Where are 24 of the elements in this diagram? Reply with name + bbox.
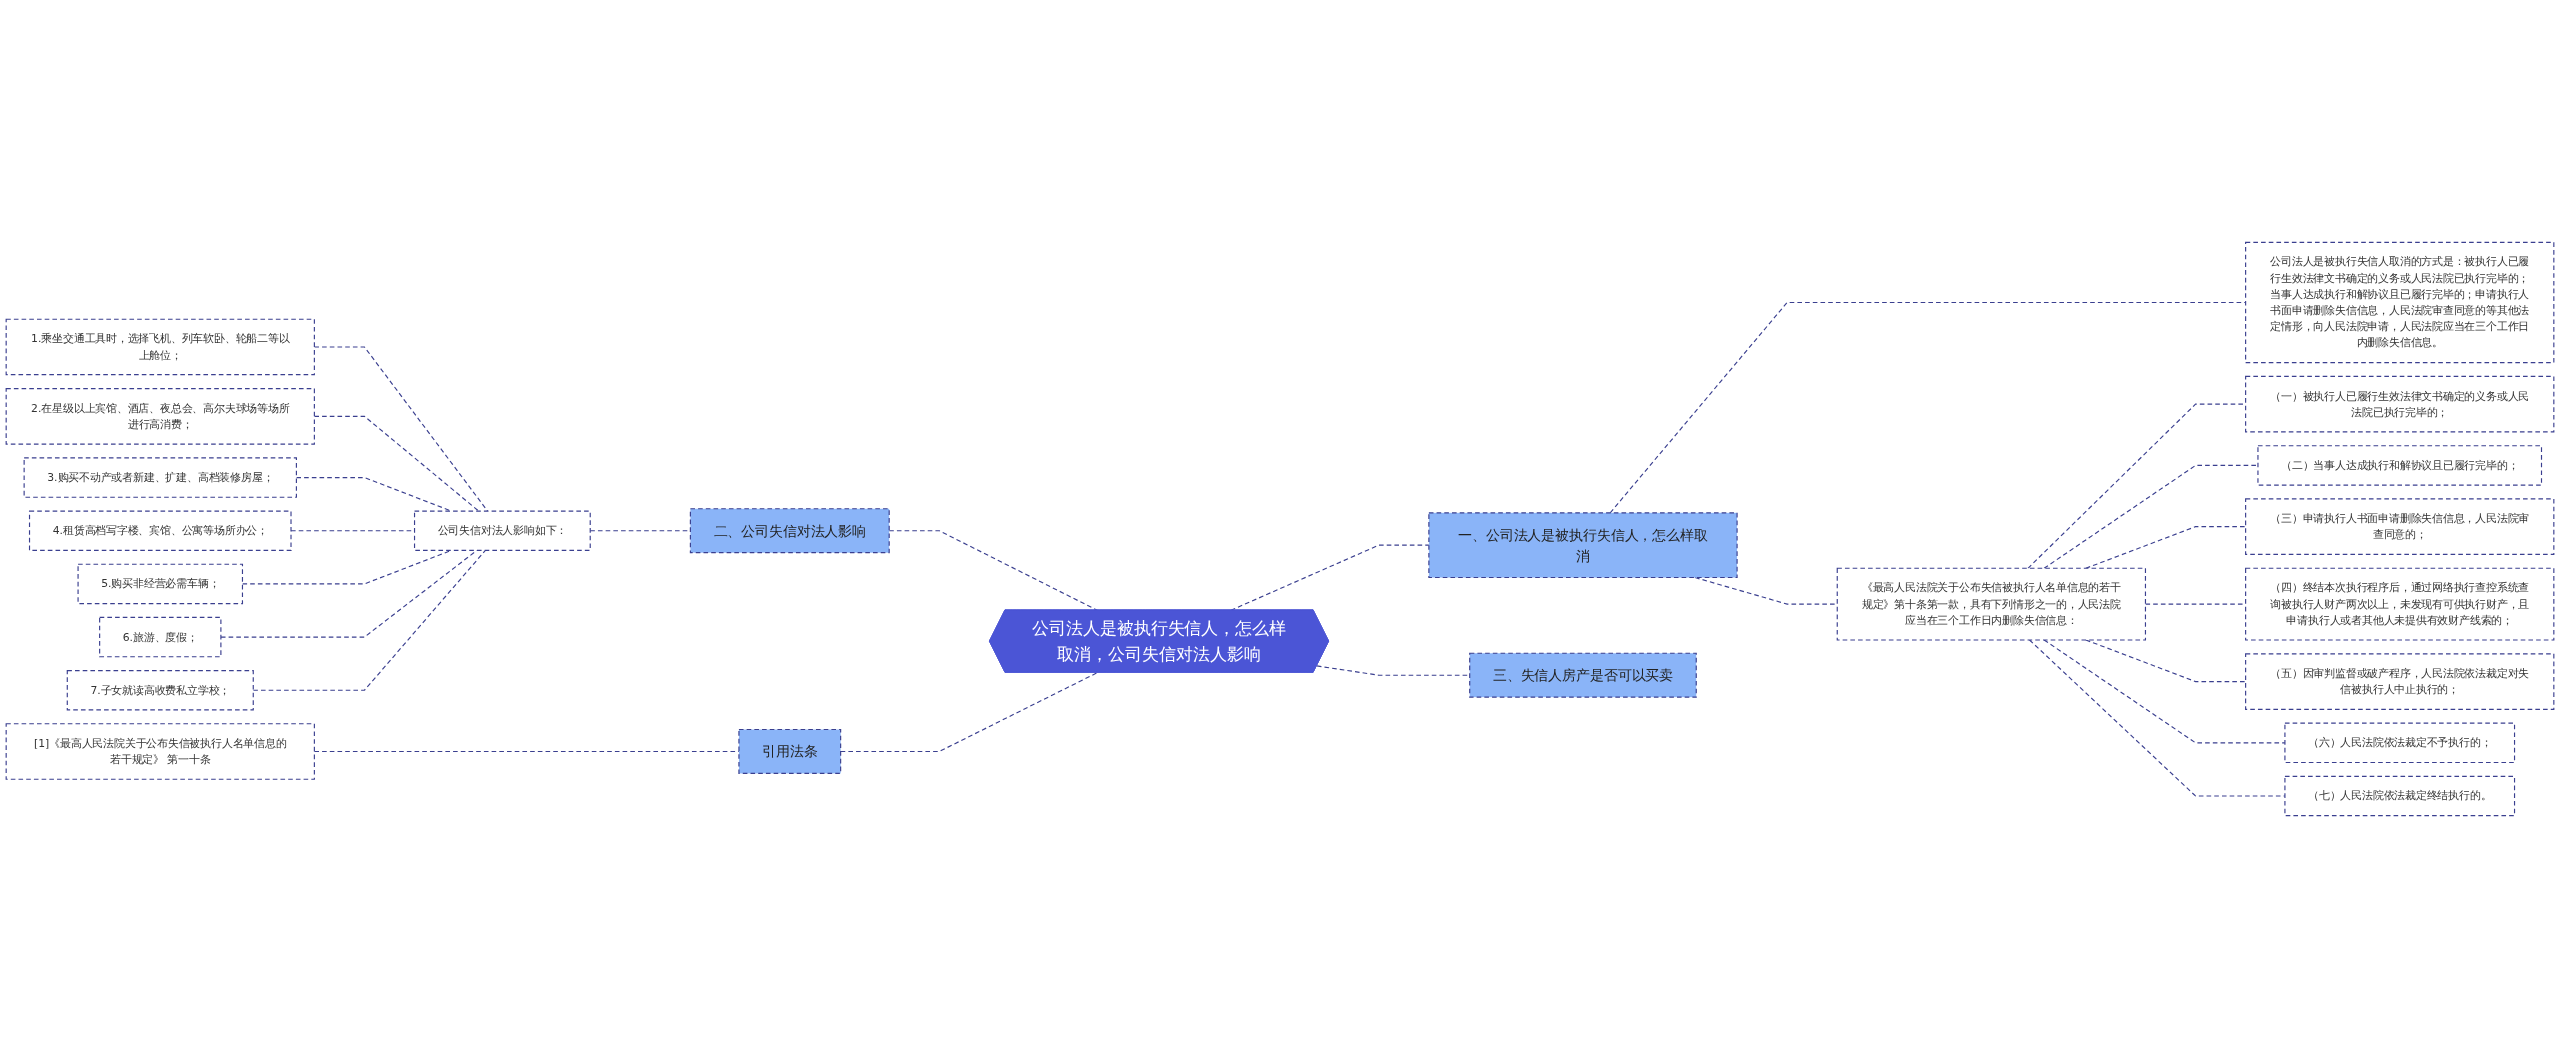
node-box: （七）人民法院依法裁定终结执行的。 <box>2284 775 2516 817</box>
connector <box>220 549 478 638</box>
node-box: （三）申请执行人书面申请删除失信信息，人民法院审查同意的； <box>2245 498 2555 555</box>
node-box: （二）当事人达成执行和解协议且已履行完毕的； <box>2257 445 2543 486</box>
node-box: 二、公司失信对法人影响 <box>689 508 890 554</box>
node-box: 1.乘坐交通工具时，选择飞机、列车软卧、轮船二等以上舱位； <box>5 318 315 376</box>
node-box: 4.租赁高档写字楼、宾馆、公寓等场所办公； <box>28 510 292 551</box>
node-box: （五）因审判监督或破产程序，人民法院依法裁定对失信被执行人中止执行的； <box>2245 653 2555 710</box>
node-box: 公司失信对法人影响如下： <box>413 510 591 551</box>
node-box: 5.购买非经营必需车辆； <box>77 563 244 605</box>
node-box: （一）被执行人已履行生效法律文书确定的义务或人民法院已执行完毕的； <box>2245 375 2555 433</box>
node-box: 2.在星级以上宾馆、酒店、夜总会、高尔夫球场等场所进行高消费； <box>5 388 315 445</box>
node-box: 6.旅游、度假； <box>99 616 222 658</box>
node-box: （六）人民法院依法裁定不予执行的； <box>2284 722 2516 764</box>
node-box: 一、公司法人是被执行失信人，怎么样取消 <box>1428 512 1738 579</box>
node-box: 引用法条 <box>738 728 842 775</box>
node-box: 《最高人民法院关于公布失信被执行人名单信息的若干规定》第十条第一款，具有下列情形之一的，人民法院应当在三个工作日内删除失信信息： <box>1836 567 2147 641</box>
node-box: 三、失信人房产是否可以买卖 <box>1469 652 1697 698</box>
node-box: （四）终结本次执行程序后，通过网络执行查控系统查询被执行人财产两次以上，未发现有可供执行财产，且申请执行人或者其他人未提供有效财产线索的； <box>2245 567 2555 641</box>
node-box: 7.子女就读高收费私立学校； <box>66 670 254 711</box>
node-box: 公司法人是被执行失信人取消的方式是：被执行人已履行生效法律文书确定的义务或人民法院已执行完毕的；当事人达成执行和解协议且已履行完毕的；申请执行人书面申请删除失信信息，人民法院审查同意的等其他法定情形，向人民法院申请，人民法院应当在三个工作日内删除失信信息。 <box>2245 241 2555 364</box>
node-box: [1]《最高人民法院关于公布失信被执行人名单信息的若干规定》 第一十条 <box>5 723 315 780</box>
node-box: 3.购买不动产或者新建、扩建、高档装修房屋； <box>23 457 297 498</box>
connector <box>840 672 1098 753</box>
